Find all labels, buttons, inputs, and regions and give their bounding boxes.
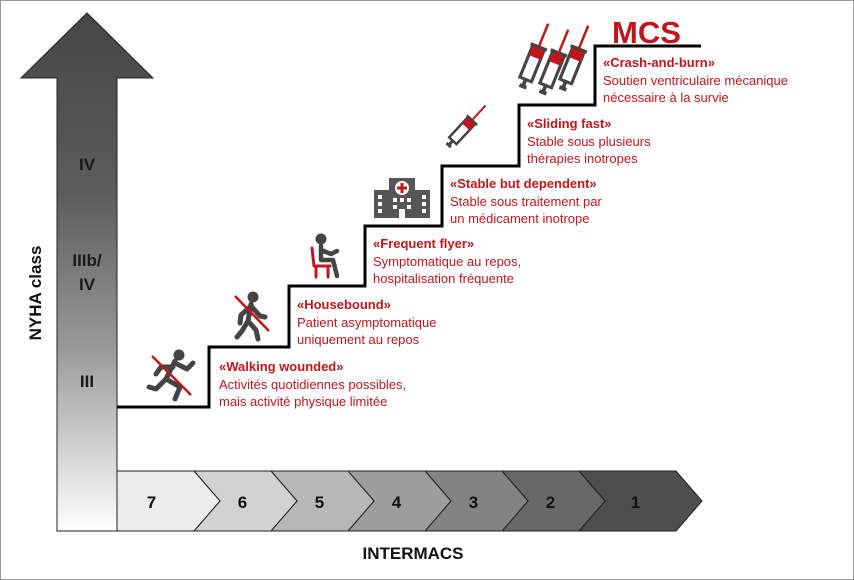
nyha-level-iiib-line2: IV [79,275,96,294]
nyha-level-iii: III [80,372,94,391]
step-desc-line2: hospitalisation fréquente [373,271,514,286]
nyha-axis-title: NYHA class [26,246,45,341]
step-title: «Sliding fast» [527,116,612,131]
running-person-crossed-icon [146,349,196,402]
step-housebound: «Housebound» Patient asymptomatique uniq… [297,297,436,347]
step-desc-line2: un médicament inotrope [450,211,589,226]
step-crash-and-burn: «Crash-and-burn» Soutien ventriculaire m… [603,55,788,105]
triple-syringe-icon [512,18,599,98]
step-title: «Walking wounded» [219,359,343,374]
intermacs-profile-label: 7 [147,493,156,512]
step-desc-line1: Soutien ventriculaire mécanique [603,73,788,88]
intermacs-profile-label: 1 [631,493,640,512]
nyha-level-iiib-line1: IIIb/ [72,251,102,270]
step-desc-line2: thérapies inotropes [527,151,638,166]
intermacs-axis-title: INTERMACS [362,544,463,563]
step-walking-wounded: «Walking wounded» Activités quotidiennes… [219,359,406,409]
intermacs-chevron-7 [116,470,221,532]
step-desc-line2: mais activité physique limitée [219,394,387,409]
step-desc-line2: uniquement au repos [297,332,420,347]
step-desc-line1: Stable sous plusieurs [527,134,651,149]
step-desc-line1: Stable sous traitement par [450,194,602,209]
intermacs-profile-label: 4 [392,493,402,512]
step-title: «Crash-and-burn» [603,55,715,70]
intermacs-profile-label: 2 [546,493,555,512]
syringe-icon [442,99,493,152]
intermacs-profile-label: 6 [238,493,247,512]
step-desc-line2: nécessaire à la survie [603,90,729,105]
nyha-arrow [19,12,155,532]
step-sliding-fast: «Sliding fast» Stable sous plusieurs thé… [527,116,651,166]
intermacs-profile-bar: 7 6 5 4 3 2 1 [116,470,703,532]
step-title: «Frequent flyer» [373,236,474,251]
hospital-icon [374,178,430,218]
step-desc-line1: Activités quotidiennes possibles, [219,377,406,392]
intermacs-profile-label: 5 [315,493,324,512]
seated-person-icon [310,233,340,279]
step-desc-line1: Patient asymptomatique [297,315,436,330]
mcs-label: MCS [612,15,681,50]
nyha-level-iv: IV [79,155,96,174]
intermacs-profile-label: 3 [469,493,478,512]
step-title: «Housebound» [297,297,391,312]
step-stable-but-dependent: «Stable but dependent» Stable sous trait… [450,176,602,226]
step-frequent-flyer: «Frequent flyer» Symptomatique au repos,… [373,236,521,286]
step-title: «Stable but dependent» [450,176,597,191]
walking-person-crossed-icon [234,291,270,342]
step-desc-line1: Symptomatique au repos, [373,254,521,269]
staircase-line [117,44,701,409]
